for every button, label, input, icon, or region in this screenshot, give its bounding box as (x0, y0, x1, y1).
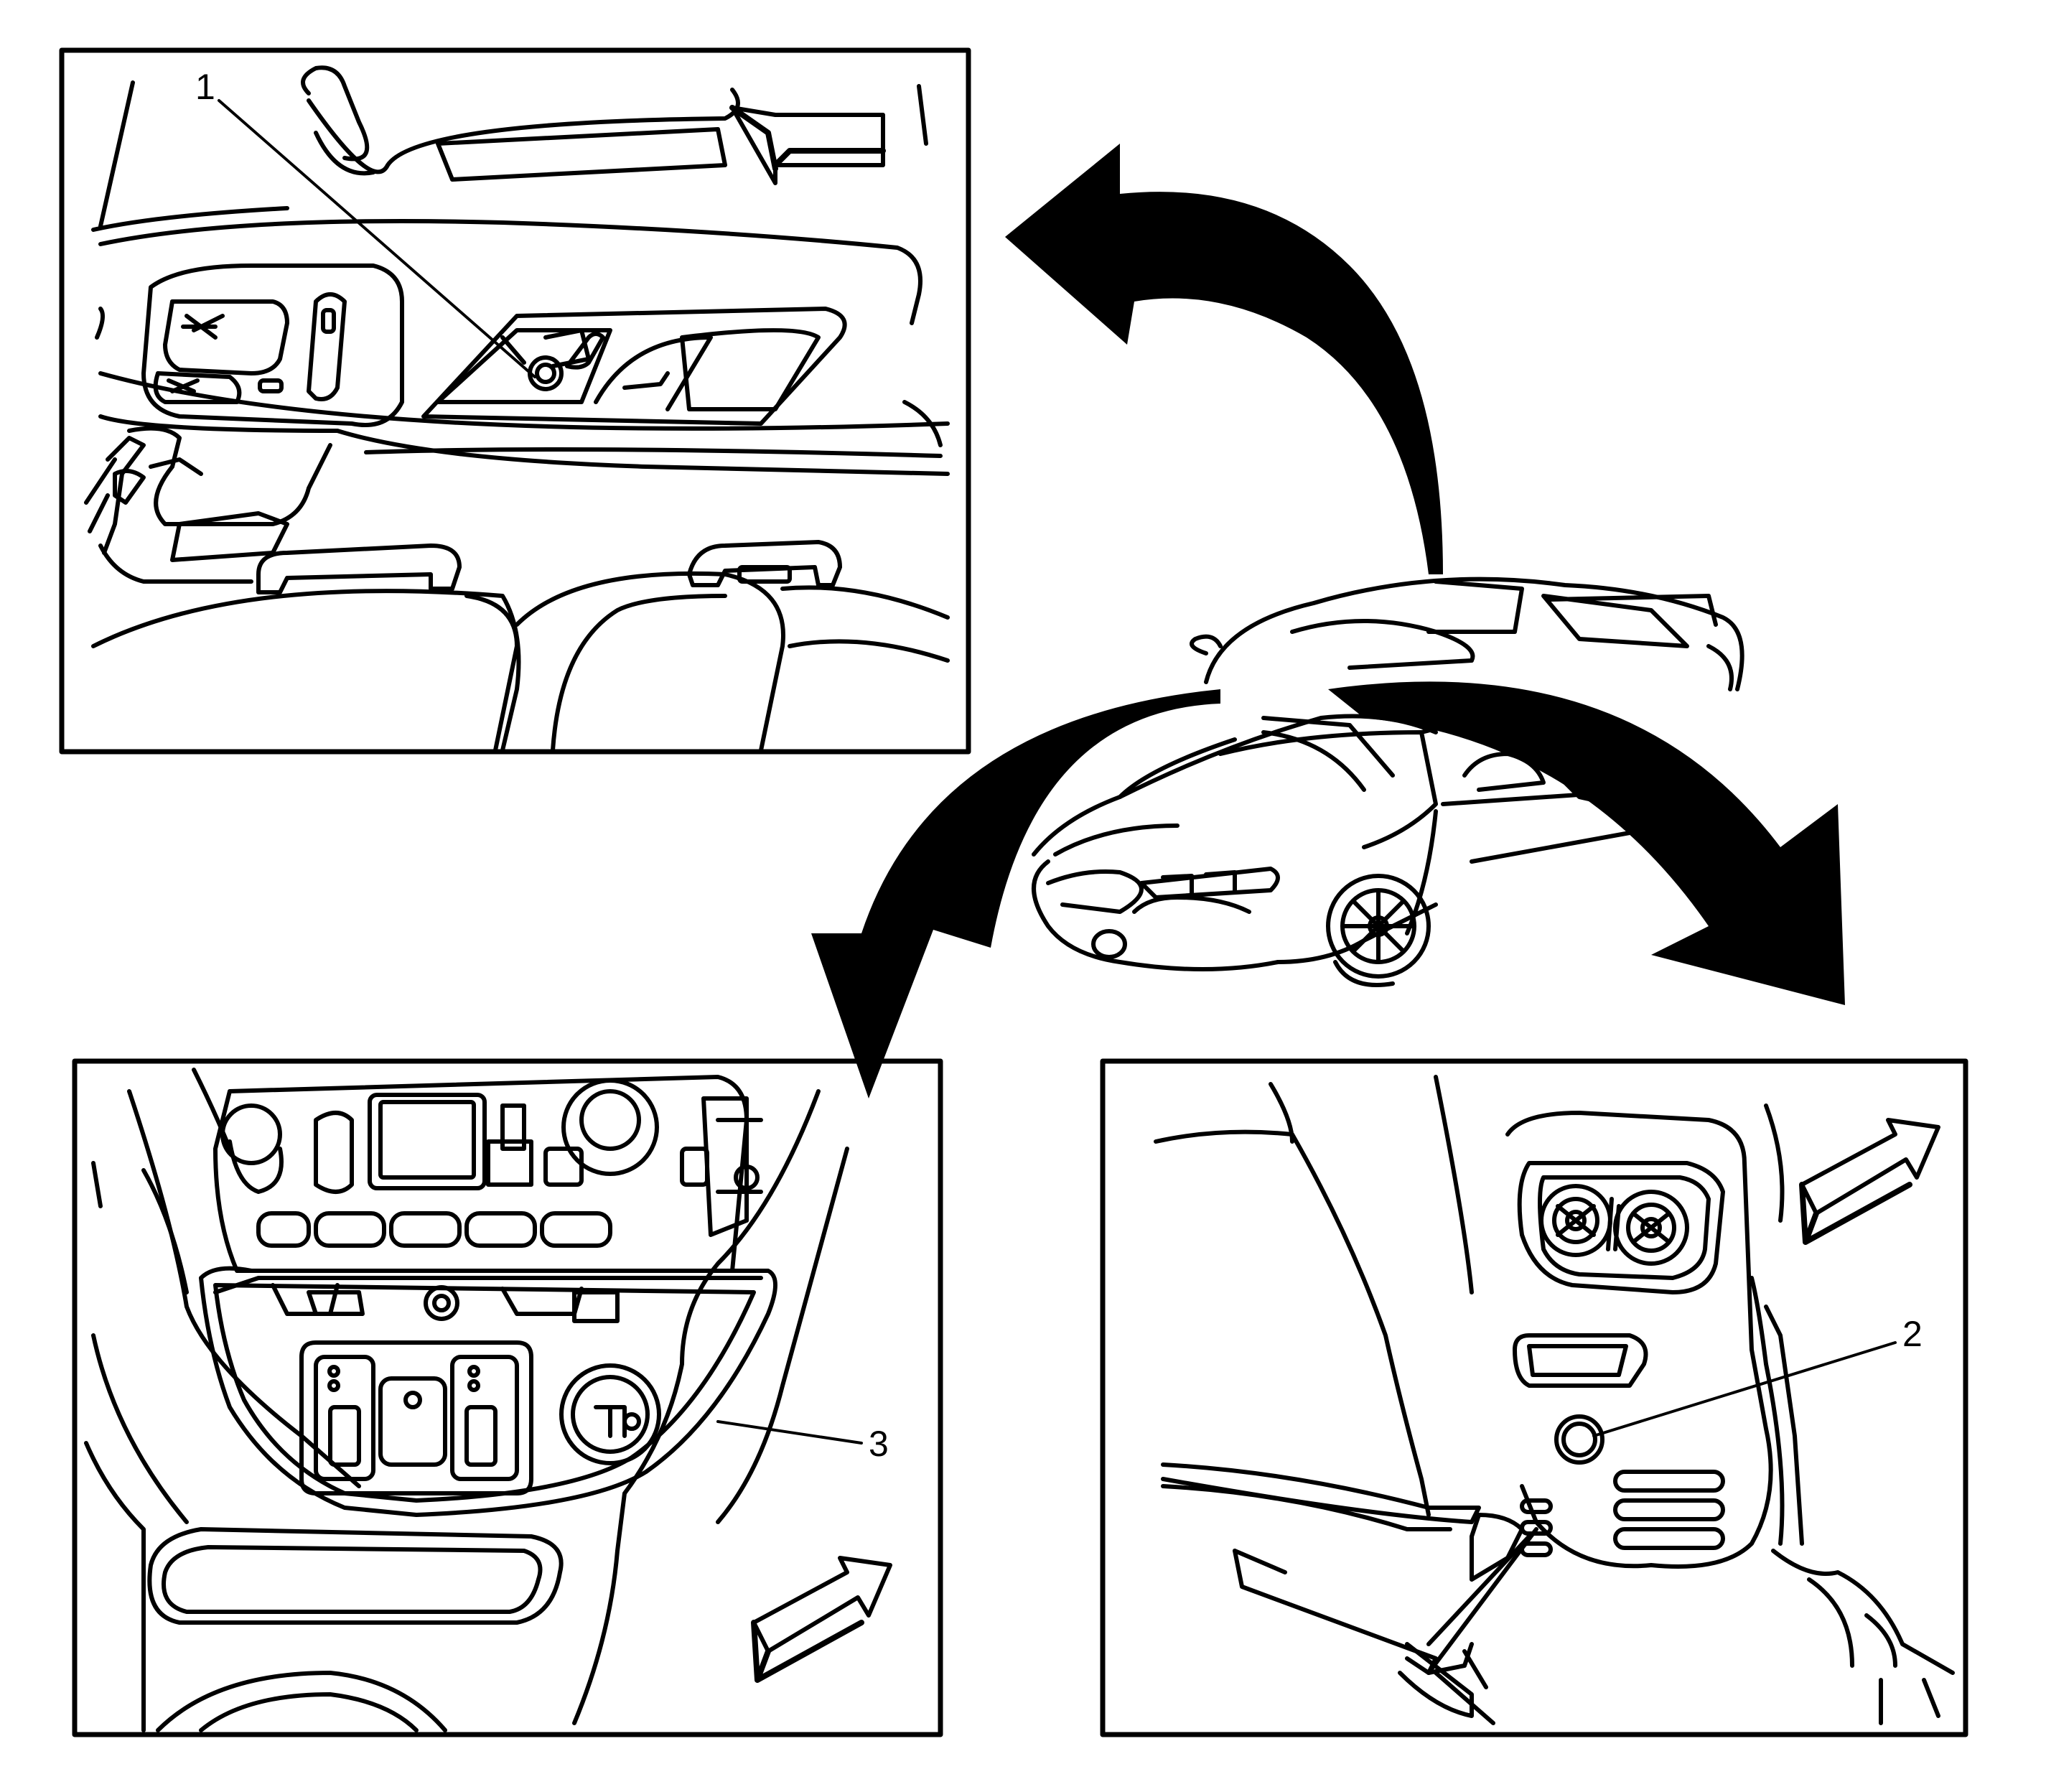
arrow-to-rear-console-view (1328, 681, 1845, 1005)
forward-direction-arrow (730, 106, 885, 185)
rear-console-frame (1100, 1058, 1968, 1737)
instrument-panel-frame (72, 1058, 943, 1737)
overhead-panel-frame (59, 47, 971, 755)
leader-line-3 (716, 1420, 863, 1445)
callout-label-3: 3 (869, 1424, 889, 1464)
callout-2: 2 (1592, 1314, 1923, 1437)
rear-console-illustration (1154, 1075, 1955, 1725)
forward-arrow-3-shadow (1799, 1182, 1912, 1245)
arrow-to-overhead-view (1005, 144, 1443, 574)
forward-direction-arrow-2 (752, 1556, 892, 1653)
callout-1: 1 (195, 67, 536, 378)
leader-line-1 (218, 99, 536, 378)
callout-label-2: 2 (1902, 1314, 1923, 1354)
callout-label-1: 1 (195, 67, 215, 107)
forward-direction-arrow-3 (1800, 1118, 1940, 1215)
forward-arrow-2-shadow (751, 1620, 864, 1683)
overhead-console-panel (59, 47, 971, 755)
rear-console-panel (1100, 1058, 1968, 1737)
instrument-panel-panel (72, 1058, 943, 1737)
callout-3: 3 (716, 1420, 889, 1464)
forward-arrow-shadow (729, 105, 886, 172)
overhead-console-illustration (84, 65, 950, 752)
view-arrows (811, 144, 1845, 1098)
leader-line-2 (1592, 1341, 1897, 1437)
arrow-to-instrument-panel-view (811, 689, 1220, 1098)
instrument-panel-illustration (84, 1068, 849, 1732)
